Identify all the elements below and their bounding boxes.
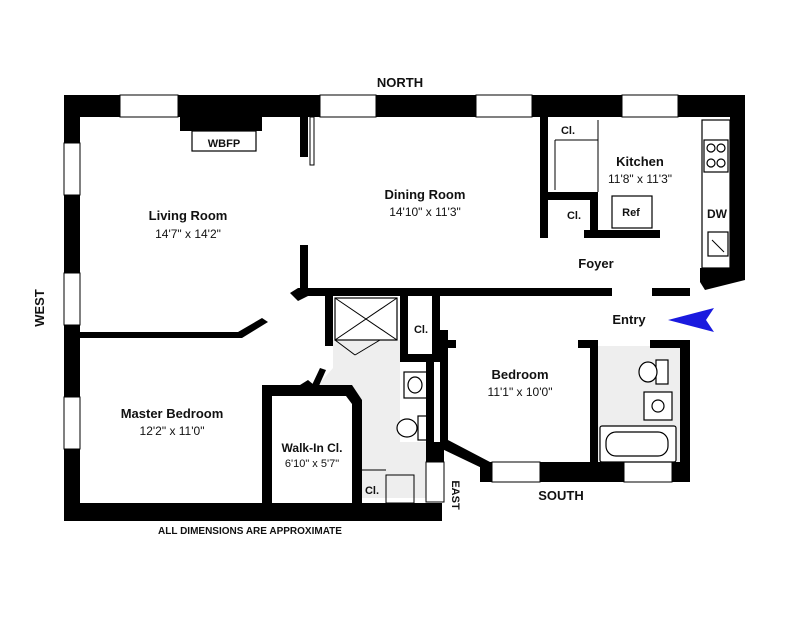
closet-hall: Cl. bbox=[414, 324, 428, 336]
footer-note: ALL DIMENSIONS ARE APPROXIMATE bbox=[158, 526, 342, 537]
dining-room-dims: 14'10" x 11'3" bbox=[389, 205, 461, 219]
compass-east: EAST bbox=[449, 480, 461, 510]
dining-room-name: Dining Room bbox=[385, 187, 466, 202]
living-room-dims: 14'7" x 14'2" bbox=[155, 227, 221, 241]
living-room-name: Living Room bbox=[149, 208, 228, 223]
bath-floor bbox=[318, 340, 426, 498]
kitchen-name: Kitchen bbox=[616, 154, 664, 169]
foyer-label: Foyer bbox=[578, 256, 613, 271]
closet-kitchen-bottom: Cl. bbox=[567, 210, 581, 222]
ref-label: Ref bbox=[622, 207, 640, 219]
wbfp-label: WBFP bbox=[208, 138, 240, 150]
bedroom-name: Bedroom bbox=[491, 367, 548, 382]
compass-north: NORTH bbox=[377, 75, 423, 90]
kitchen-dims: 11'8" x 11'3" bbox=[608, 172, 672, 186]
entry-label: Entry bbox=[612, 312, 646, 327]
bedroom-dims: 11'1" x 10'0" bbox=[488, 385, 553, 399]
closet-bath: Cl. bbox=[365, 485, 379, 497]
master-bedroom-name: Master Bedroom bbox=[121, 406, 224, 421]
compass-south: SOUTH bbox=[538, 488, 584, 503]
closet-kitchen-top: Cl. bbox=[561, 125, 575, 137]
master-bedroom-dims: 12'2" x 11'0" bbox=[140, 424, 205, 438]
walk-in-closet-name: Walk-In Cl. bbox=[282, 441, 343, 455]
walk-in-closet-dims: 6'10" x 5'7" bbox=[285, 458, 339, 470]
dw-label: DW bbox=[707, 207, 728, 221]
compass-west: WEST bbox=[32, 289, 47, 327]
entry-arrow bbox=[668, 308, 714, 332]
